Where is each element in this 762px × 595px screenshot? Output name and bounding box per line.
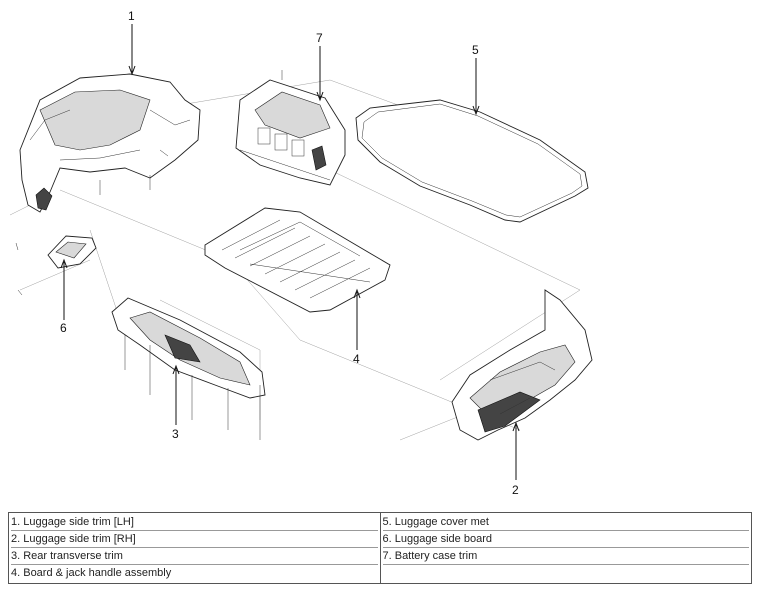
legend-item: 3. Rear transverse trim [11,548,378,565]
arrowhead-2 [512,421,520,432]
part-luggage-cover-mat [355,99,589,223]
arrowhead-1 [128,65,136,76]
part-battery-case-trim [235,70,346,186]
part-luggage-side-trim-lh [19,73,201,213]
legend-item: 4. Board & jack handle assembly [11,567,172,579]
arrowhead-5 [472,105,480,116]
parts-legend-table: 1. Luggage side trim [LH] 2. Luggage sid… [8,512,752,584]
part-board-jack-handle-assembly [204,207,391,313]
exploded-parts-diagram: 1 7 5 4 6 3 2 [9,9,593,497]
callout-3: 3 [172,427,179,441]
callout-1: 1 [128,9,135,23]
legend-item: 6. Luggage side board [382,531,749,548]
legend-item: 2. Luggage side trim [RH] [11,531,378,548]
callout-6: 6 [60,321,67,335]
callout-7: 7 [316,31,323,45]
legend-item: 5. Luggage cover met [382,514,749,531]
arrowhead-4 [353,288,361,299]
arrowhead-3 [172,364,180,375]
legend-item: 1. Luggage side trim [LH] [11,514,378,531]
part-rear-transverse-trim [111,297,266,440]
legend-item: 7. Battery case trim [382,548,749,565]
legend-column-right: 5. Luggage cover met 6. Luggage side boa… [379,513,752,583]
callout-2: 2 [512,483,519,497]
callout-4: 4 [353,352,360,366]
part-luggage-side-board [15,235,97,296]
callout-5: 5 [472,43,479,57]
legend-column-left: 1. Luggage side trim [LH] 2. Luggage sid… [9,513,380,583]
part-luggage-side-trim-rh [451,289,593,441]
arrowhead-7 [316,91,324,102]
arrowhead-6 [60,258,68,269]
